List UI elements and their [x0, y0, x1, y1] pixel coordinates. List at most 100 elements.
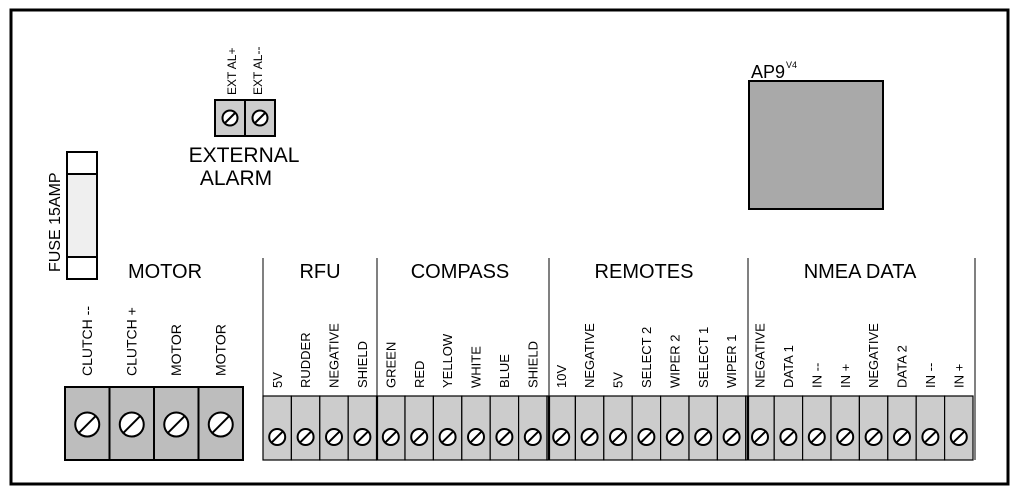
terminal-label-remotes-6: SELECT 1	[696, 327, 711, 388]
chip-body	[748, 80, 884, 210]
terminal-block-cell	[108, 386, 155, 461]
terminal-remotes-3[interactable]	[603, 395, 633, 461]
screw-slot	[270, 430, 284, 444]
alarm-screw-2[interactable]	[251, 109, 269, 127]
screw-slot	[122, 415, 141, 434]
terminal-label-rfu-2: RUDDER	[298, 332, 313, 388]
terminal-nmea-3[interactable]	[801, 395, 832, 461]
screw-slot	[696, 430, 710, 444]
screw-slot	[895, 430, 909, 444]
terminal-remotes-2[interactable]	[574, 395, 605, 461]
terminal-rfu-4[interactable]	[347, 395, 378, 461]
screw-slot	[810, 430, 824, 444]
terminal-motor-3[interactable]	[153, 386, 200, 461]
ap9-chip: AP9 V4	[748, 60, 884, 210]
alarm-title-line2: ALARM	[200, 167, 272, 190]
screw-slot	[583, 430, 596, 444]
terminal-label-nmea-3: IN --	[809, 363, 824, 388]
terminal-compass-1[interactable]	[376, 395, 406, 461]
terminal-label-nmea-7: IN --	[923, 363, 938, 388]
terminal-motor-4[interactable]	[197, 386, 244, 461]
terminal-motor-2[interactable]	[108, 386, 155, 461]
screw-slot	[867, 430, 880, 444]
screw-slot	[668, 430, 682, 444]
screw-slot	[412, 430, 426, 444]
fuse-body	[66, 173, 98, 258]
terminal-nmea-5[interactable]	[858, 395, 889, 461]
screw-slot	[611, 430, 625, 444]
terminal-compass-5[interactable]	[489, 395, 520, 461]
alarm-terminal-label-1: EXT AL+	[225, 48, 239, 95]
screw-slot	[554, 430, 568, 444]
screw-slot	[753, 430, 767, 444]
terminal-remotes-5[interactable]	[659, 395, 690, 461]
alarm-terminal-label-2: EXT AL--	[251, 47, 265, 95]
group-header-motor: MOTOR	[128, 261, 202, 283]
terminal-rfu-2[interactable]	[290, 395, 321, 461]
terminal-compass-3[interactable]	[432, 395, 463, 461]
terminal-compass-6[interactable]	[517, 395, 548, 461]
terminal-label-rfu-4: SHIELD	[355, 341, 370, 388]
fuse-cap-bottom	[66, 256, 98, 280]
terminal-remotes-4[interactable]	[631, 395, 662, 461]
fuse-label: FUSE 15AMP	[47, 172, 64, 272]
screw-slot	[327, 430, 341, 444]
terminal-label-motor-3: MOTOR	[168, 324, 184, 376]
terminal-label-remotes-5: WIPER 2	[667, 335, 682, 388]
screw-slot	[782, 430, 795, 444]
screw-slot	[725, 430, 738, 444]
terminal-label-rfu-1: 5V	[270, 372, 285, 388]
terminal-block-cell	[716, 395, 747, 461]
alarm-screw-1[interactable]	[221, 109, 239, 127]
terminal-blocks	[64, 386, 974, 461]
terminal-block-cell	[574, 395, 605, 461]
terminal-label-compass-6: SHIELD	[525, 341, 540, 388]
terminal-label-compass-5: BLUE	[497, 354, 512, 388]
terminal-nmea-2[interactable]	[773, 395, 804, 461]
group-header-remotes: REMOTES	[595, 261, 694, 283]
chip-version: V4	[786, 60, 797, 70]
terminal-nmea-4[interactable]	[830, 395, 860, 461]
terminal-nmea-7[interactable]	[915, 395, 946, 461]
screw-slot	[952, 430, 966, 444]
terminal-nmea-6[interactable]	[887, 395, 917, 461]
terminal-label-compass-2: RED	[412, 361, 427, 388]
fuse-cap-top	[66, 151, 98, 175]
screw-slot	[167, 415, 186, 434]
terminal-nmea-8[interactable]	[943, 395, 974, 461]
terminal-label-nmea-8: IN +	[951, 364, 966, 388]
terminal-label-remotes-7: WIPER 1	[724, 335, 739, 388]
terminal-motor-1[interactable]	[64, 386, 111, 461]
terminal-compass-2[interactable]	[404, 395, 434, 461]
terminal-label-motor-4: MOTOR	[213, 324, 229, 376]
screw-slot	[211, 415, 230, 434]
terminal-nmea-1[interactable]	[745, 395, 775, 461]
screw-slot	[441, 430, 454, 444]
terminal-label-remotes-3: 5V	[611, 372, 626, 388]
group-header-compass: COMPASS	[411, 261, 510, 283]
screw-slot	[78, 415, 97, 434]
screw-slot	[469, 430, 483, 444]
screw-slot	[356, 430, 369, 444]
terminal-remotes-1[interactable]	[546, 395, 576, 461]
terminal-block-cell	[659, 395, 690, 461]
terminal-label-nmea-4: IN +	[838, 364, 853, 388]
terminal-label-motor-2: CLUTCH +	[124, 307, 140, 376]
screw-slot	[526, 430, 540, 444]
screw-slot	[299, 430, 312, 444]
fuse: FUSE 15AMP	[47, 151, 98, 280]
terminal-label-nmea-5: NEGATIVE	[866, 323, 881, 388]
terminal-label-nmea-1: NEGATIVE	[753, 323, 768, 388]
terminal-compass-4[interactable]	[461, 395, 491, 461]
terminal-remotes-6[interactable]	[688, 395, 718, 461]
terminal-remotes-7[interactable]	[716, 395, 747, 461]
terminal-label-remotes-1: 10V	[554, 365, 569, 388]
terminal-label-nmea-6: DATA 2	[895, 345, 910, 388]
screw-slot	[498, 430, 511, 444]
terminal-rfu-3[interactable]	[319, 395, 349, 461]
terminal-rfu-1[interactable]	[262, 395, 292, 461]
terminal-label-rfu-3: NEGATIVE	[327, 323, 342, 388]
terminal-label-nmea-2: DATA 1	[781, 345, 796, 388]
